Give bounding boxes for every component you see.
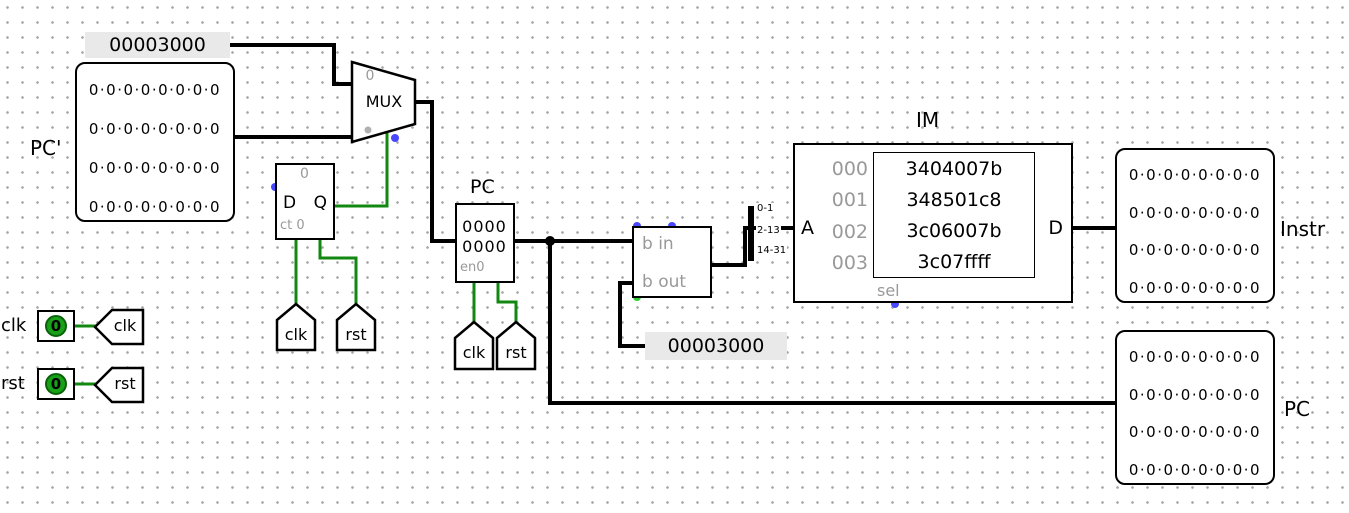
im-label: IM — [916, 108, 940, 132]
bit-row: 0·0·0·0·0·0·0·0 — [1128, 165, 1262, 184]
display-pc[interactable]: 0·0·0·0·0·0·0·0 0·0·0·0·0·0·0·0 0·0·0·0·… — [1115, 330, 1275, 485]
bit-row: 0·0·0·0·0·0·0·0 — [1128, 423, 1262, 442]
bit-row: 0·0·0·0·0·0·0·0 — [1128, 203, 1262, 222]
constant-value-bottom[interactable]: 00003000 — [645, 332, 787, 360]
im-port-a-label: A — [801, 217, 814, 239]
wire-bout-to-const — [618, 281, 645, 348]
bus-bridge[interactable]: b in b out — [632, 226, 712, 298]
clk-input-label: clk — [1, 315, 27, 336]
tunnel-input-rst-label: rst — [114, 374, 136, 393]
rst-value[interactable]: 0 — [45, 373, 67, 395]
dff-d-port-label: D — [283, 193, 297, 213]
im-row-address: 001 — [831, 189, 868, 211]
tunnel-reg-rst[interactable] — [495, 320, 537, 371]
display-instr[interactable]: 0·0·0·0·0·0·0·0 0·0·0·0·0·0·0·0 0·0·0·0·… — [1115, 148, 1275, 303]
bit-row: 0·0·0·0·0·0·0·0 — [88, 158, 222, 177]
pc-register-enable-label: en0 — [460, 260, 485, 275]
tunnel-reg-rst-label: rst — [505, 343, 527, 362]
mux-label: MUX — [365, 92, 403, 111]
constant-value-top[interactable]: 00003000 — [85, 32, 230, 58]
tunnel-reg-clk-label: clk — [462, 343, 486, 362]
im-row-value: 3c06007b — [906, 219, 1002, 242]
bus-bridge-out-label: b out — [642, 272, 687, 292]
tunnel-dff-rst-label: rst — [345, 325, 367, 344]
wire-junction — [545, 236, 555, 246]
im-row-value: 3c07ffff — [917, 250, 991, 273]
im-contents-table: 3404007b 348501c8 3c06007b 3c07ffff — [873, 152, 1035, 278]
im-sel-label: sel — [877, 281, 900, 300]
dff-value: 0 — [300, 166, 309, 182]
rst-input-label: rst — [1, 373, 25, 394]
splitter-range-2-13: 2-13 — [756, 225, 781, 236]
splitter-range-14-31: 14-31 — [756, 245, 788, 256]
bit-row: 0·0·0·0·0·0·0·0 — [1128, 279, 1262, 298]
dff-ct-label: ct 0 — [280, 218, 305, 233]
bus-bridge-in-label: b in — [642, 234, 674, 254]
instruction-memory[interactable]: A D sel 000 001 002 003 3404007b 348501c… — [793, 143, 1073, 303]
wire-to-pc-display — [548, 241, 1115, 405]
im-row-address: 003 — [831, 252, 868, 274]
im-row-value: 3404007b — [905, 157, 1003, 180]
pc-register[interactable]: 0000 0000 en0 — [455, 203, 515, 283]
bit-row: 0·0·0·0·0·0·0·0 — [88, 119, 222, 138]
clk-toggle-button[interactable]: 0 — [37, 310, 75, 342]
dff-q-port-label: Q — [313, 193, 327, 213]
mux-select-value: 0 — [365, 68, 375, 84]
pc-register-value-lo: 0000 — [462, 237, 507, 256]
wire-mux-to-register — [415, 100, 455, 243]
bit-row: 0·0·0·0·0·0·0·0 — [1128, 347, 1262, 366]
tunnel-input-clk[interactable] — [93, 308, 145, 346]
wire-rst-to-dff — [318, 240, 358, 306]
im-port-d-label: D — [1048, 217, 1063, 239]
bit-row: 0·0·0·0·0·0·0·0 — [88, 80, 222, 99]
d-flipflop[interactable]: 0 D Q ct 0 — [275, 163, 335, 240]
bit-row: 0·0·0·0·0·0·0·0 — [1128, 461, 1262, 480]
bit-row: 0·0·0·0·0·0·0·0 — [1128, 241, 1262, 260]
tunnel-dff-clk[interactable] — [275, 302, 317, 352]
clk-value[interactable]: 0 — [45, 315, 67, 337]
wire-rst-to-register — [496, 283, 518, 322]
pc-prime-label: PC' — [30, 136, 62, 160]
tunnel-reg-clk[interactable] — [453, 320, 495, 371]
splitter-range-0-1: 0-1 — [756, 203, 775, 214]
instr-label: Instr — [1280, 217, 1326, 241]
mux-body[interactable] — [350, 60, 417, 144]
pin-dot-mux-sel — [364, 126, 372, 134]
tunnel-input-rst[interactable] — [93, 366, 145, 404]
wire-q-to-mux-select — [335, 131, 389, 208]
display-pc-prime[interactable]: 0·0·0·0·0·0·0·0 0·0·0·0·0·0·0·0 0·0·0·0·… — [75, 62, 235, 222]
im-row-value: 348501c8 — [906, 188, 1002, 211]
bit-row: 0·0·0·0·0·0·0·0 — [88, 197, 222, 216]
pc-display-label: PC — [1284, 397, 1311, 421]
tunnel-dff-rst[interactable] — [335, 302, 377, 352]
tunnel-dff-clk-label: clk — [284, 325, 308, 344]
pc-register-label: PC — [470, 176, 495, 198]
tunnel-input-clk-label: clk — [113, 316, 137, 335]
bit-row: 0·0·0·0·0·0·0·0 — [1128, 385, 1262, 404]
wire-const-to-mux — [230, 43, 352, 86]
rst-toggle-button[interactable]: 0 — [37, 368, 75, 400]
pc-register-value-hi: 0000 — [462, 217, 507, 236]
pin-dot-mux-bottom — [391, 134, 399, 142]
im-row-address: 002 — [831, 221, 868, 243]
im-row-address: 000 — [831, 158, 868, 180]
